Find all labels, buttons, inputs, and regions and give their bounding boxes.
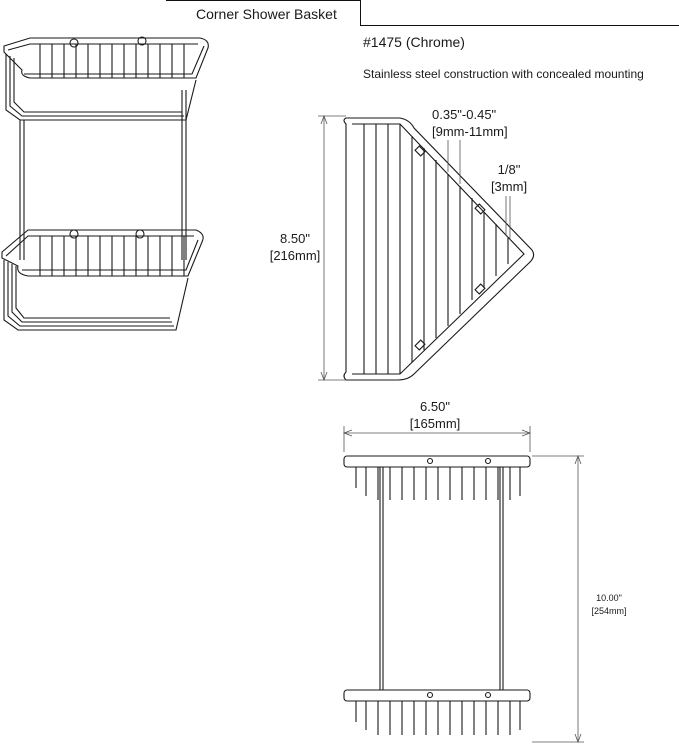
height-dim-mm: [254mm] <box>591 606 627 616</box>
product-description: Stainless steel construction with concea… <box>363 67 644 81</box>
depth-dim-mm: [216mm] <box>269 248 321 263</box>
title-rule-bottom <box>360 25 679 26</box>
depth-dim-label: 8.50" [216mm] <box>266 230 324 264</box>
product-title: Corner Shower Basket <box>196 6 337 22</box>
height-dim-label: 10.00" [254mm] <box>582 592 636 618</box>
wire-thickness-label: 1/8" [3mm] <box>484 161 534 195</box>
width-dim-label: 6.50" [165mm] <box>404 398 466 432</box>
width-dim-inch: 6.50" <box>420 399 450 414</box>
title-rule-vertical <box>360 0 361 26</box>
height-dim-inch: 10.00" <box>596 593 622 603</box>
title-rule-top <box>166 0 361 1</box>
wire-gap-mm: [9mm-11mm] <box>432 124 508 139</box>
basket-isometric-illustration <box>1 36 209 331</box>
wire-gap-label: 0.35"-0.45" [9mm-11mm] <box>432 106 532 140</box>
product-model: #1475 (Chrome) <box>363 34 465 50</box>
wire-thickness-mm: [3mm] <box>490 179 528 194</box>
wire-gap-inch: 0.35"-0.45" <box>432 107 497 122</box>
wire-thickness-inch: 1/8" <box>497 162 521 177</box>
depth-dim-inch: 8.50" <box>280 231 310 246</box>
width-dim-mm: [165mm] <box>409 416 461 431</box>
